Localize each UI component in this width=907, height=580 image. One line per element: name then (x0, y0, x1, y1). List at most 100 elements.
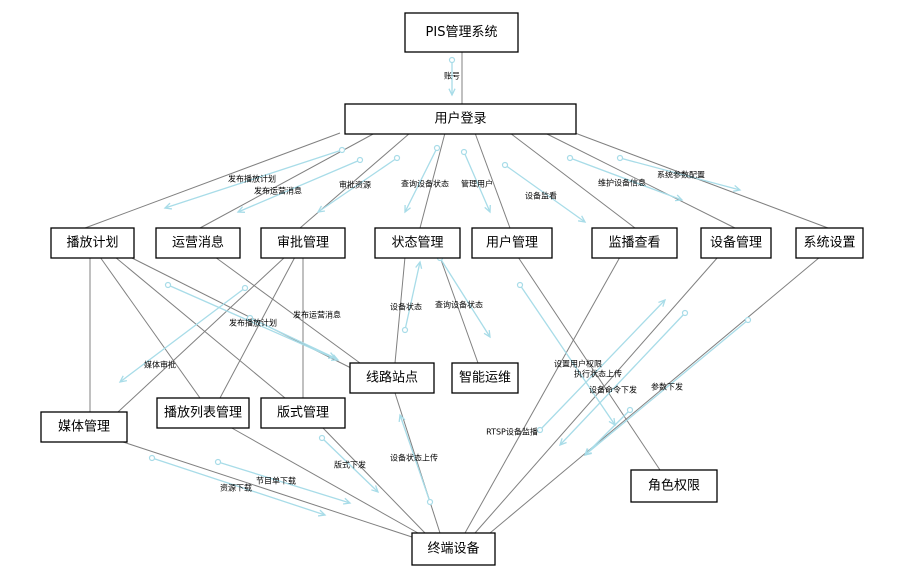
connector-play-plan-playlist (99, 256, 201, 399)
connector-ops-msg-station (214, 256, 361, 364)
node-device-mgmt: 设备管理 (700, 227, 772, 259)
node-media-mgmt: 媒体管理 (40, 411, 128, 443)
node-monitor-view: 监播查看 (591, 227, 678, 259)
connector-media-terminal (119, 440, 416, 539)
flow-arrow-publish-plan2 (119, 287, 246, 383)
node-system-settings: 系统设置 (795, 227, 864, 259)
connector-playlist-terminal (229, 426, 419, 534)
node-line-station: 线路站点 (349, 362, 435, 394)
flow-start-sys-param (616, 154, 624, 162)
flow-label-publish-plan: 发布播放计划 (228, 174, 276, 184)
flow-label-layout-down: 版式下发 (334, 460, 366, 470)
flow-start-query-status (433, 144, 441, 152)
node-approval-mgmt: 审批管理 (260, 227, 346, 259)
svg-text:用户登录: 用户登录 (434, 111, 486, 127)
flow-labels: 账号 发布播放计划 发布运营消息 审批资源 查询设备状态 管理用户 设备监看 维… (144, 72, 705, 493)
connector-play-plan-layout (114, 256, 286, 399)
node-playlist-mgmt: 播放列表管理 (156, 397, 250, 429)
connector-login-device-mgmt (544, 132, 736, 229)
flow-head-approve-res (316, 205, 326, 213)
flow-start-maintain-info (566, 154, 574, 162)
flow-start-device-cmd (681, 309, 689, 317)
svg-text:监播查看: 监播查看 (608, 235, 660, 251)
flow-start-publish-msg (356, 156, 364, 164)
node-status-mgmt: 状态管理 (374, 227, 461, 259)
flow-start-exec-status (536, 426, 544, 434)
flow-arrow-layout-down (321, 437, 379, 493)
flow-head-maintain-info (674, 194, 684, 202)
svg-text:版式管理: 版式管理 (277, 406, 329, 421)
flow-start-publish-msg2 (164, 281, 172, 289)
flow-start-media-approve (246, 314, 254, 322)
flow-start-layout-down (318, 434, 326, 442)
flow-head-publish-plan2 (118, 375, 127, 383)
flow-arrow-publish-msg (237, 159, 361, 213)
connector-login-status (419, 132, 446, 229)
node-pis-system: PIS管理系统 (404, 12, 519, 53)
flow-head-program-down (342, 497, 352, 505)
svg-text:媒体管理: 媒体管理 (58, 420, 110, 435)
svg-text:PIS管理系统: PIS管理系统 (426, 25, 498, 40)
connector-login-monitor (509, 132, 636, 229)
flow-head-manage-user (484, 204, 491, 214)
node-smart-ops: 智能运维 (451, 362, 519, 394)
flow-label-approve-res: 审批资源 (339, 180, 371, 190)
svg-text:状态管理: 状态管理 (391, 236, 443, 251)
flow-label-program-down: 节目单下载 (256, 476, 296, 486)
svg-text:运营消息: 运营消息 (172, 235, 224, 251)
flow-head-query-status2 (483, 329, 491, 339)
connector-login-user-mgmt (474, 132, 511, 229)
flow-label-status-up: 设备状态上传 (390, 453, 438, 463)
connector-approval-media (117, 256, 286, 413)
svg-text:播放计划: 播放计划 (66, 236, 118, 251)
svg-text:用户管理: 用户管理 (486, 235, 538, 251)
svg-text:系统设置: 系统设置 (803, 236, 855, 251)
flow-label-maintain-info: 维护设备信息 (598, 178, 646, 188)
flow-start-publish-plan (338, 146, 346, 154)
flow-head-publish-msg (236, 206, 246, 213)
flow-arrow-set-perm (519, 284, 616, 426)
node-user-login: 用户登录 (344, 103, 577, 135)
flow-arrow-sys-param (619, 157, 741, 191)
flow-head-res-down (317, 509, 327, 517)
flow-start-account (448, 56, 456, 64)
flow-head-rtsp (583, 448, 592, 457)
flow-label-publish-msg: 发布运营消息 (254, 186, 302, 196)
connector-monitor-terminal (464, 256, 621, 534)
node-user-mgmt: 用户管理 (471, 227, 553, 259)
flow-start-set-perm (516, 281, 524, 289)
flow-label-device-monitor: 设备监看 (525, 191, 557, 201)
svg-text:线路站点: 线路站点 (366, 370, 418, 386)
flow-head-publish-plan (163, 202, 173, 210)
flow-head-layout-down (371, 485, 380, 494)
flow-start-rtsp (626, 406, 634, 414)
flow-start-manage-user (460, 148, 468, 156)
flow-start-device-status (401, 326, 409, 334)
svg-text:终端设备: 终端设备 (427, 541, 479, 557)
svg-text:审批管理: 审批管理 (277, 236, 329, 251)
connector-lines (84, 52, 829, 539)
flow-arrow-res-down (151, 457, 326, 516)
node-layout-mgmt: 版式管理 (260, 397, 346, 429)
flow-head-status-up (398, 413, 406, 423)
flow-start-device-monitor (501, 161, 509, 169)
flow-head-device-status (415, 260, 423, 269)
connector-login-play-plan (84, 132, 341, 229)
flow-head-publish-msg2 (330, 354, 340, 361)
flow-label-manage-user: 管理用户 (461, 179, 493, 189)
flow-head-sys-param (733, 184, 742, 192)
flow-head-device-cmd (558, 438, 567, 447)
flow-label-param-down: 参数下发 (651, 382, 683, 392)
flow-arrows (118, 56, 752, 517)
flow-arrow-exec-status (539, 299, 666, 431)
flow-start-status-up (426, 498, 434, 506)
flow-label-publish-plan2: 发布播放计划 (229, 318, 277, 328)
node-terminal-device: 终端设备 (411, 532, 496, 566)
flow-arrow-device-cmd (559, 312, 686, 446)
connector-device-mgmt-terminal (474, 256, 719, 534)
connector-login-settings (574, 132, 829, 229)
flow-start-publish-plan2 (241, 284, 249, 292)
connector-status-station (394, 256, 406, 364)
flow-label-publish-msg2: 发布运营消息 (293, 310, 341, 320)
